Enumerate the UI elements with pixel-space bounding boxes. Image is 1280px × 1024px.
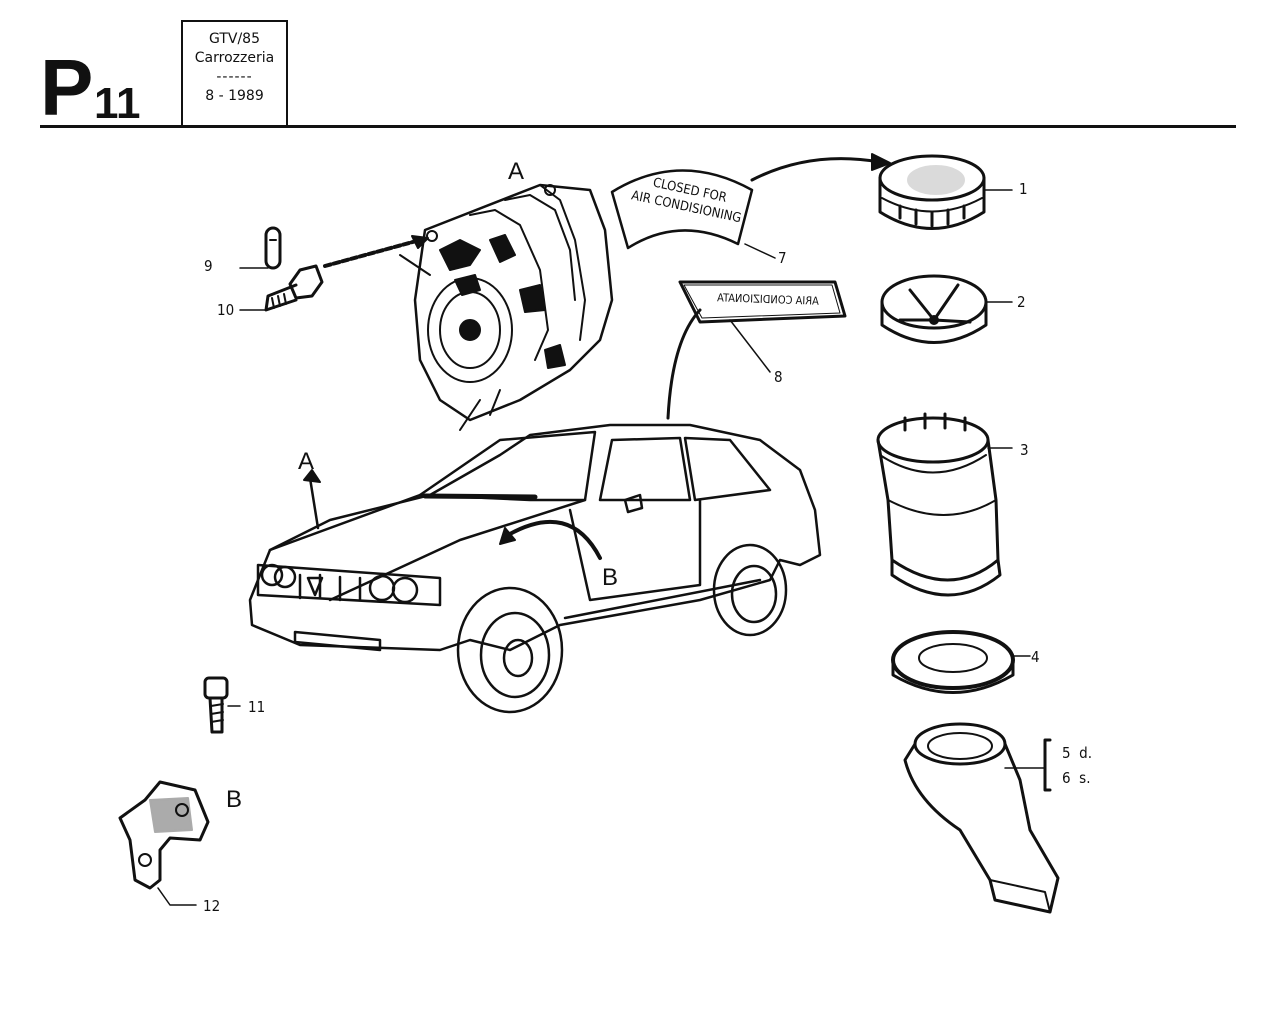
closed-plate-drawing: [610, 169, 776, 259]
view-a-car-label: A: [298, 448, 315, 475]
view-b-car-label: B: [602, 564, 619, 591]
latch-drawing: [118, 780, 210, 906]
tube-drawing: [876, 412, 1013, 597]
view-a-top-label: A: [508, 158, 525, 185]
part-3-label: 3: [1020, 441, 1029, 459]
car-b-arrow: [506, 519, 602, 560]
bolt-arrow: [411, 235, 429, 249]
model-info-box: GTV/85 Carrozzeria ------ 8 - 1989: [181, 20, 288, 127]
edition-date: 8 - 1989: [205, 88, 264, 104]
part-1-label: 1: [1019, 180, 1028, 198]
page-number: 11: [94, 79, 141, 128]
cap-drawing: [878, 154, 1013, 230]
part-6-side: s.: [1079, 769, 1091, 787]
section-name: Carrozzeria: [194, 50, 275, 66]
part-8-label: 8: [774, 368, 783, 386]
screw-drawing: [203, 676, 241, 734]
part-6-number: 6: [1062, 769, 1071, 787]
page-letter: P: [40, 43, 93, 132]
part-4-label: 4: [1031, 648, 1040, 666]
bolt-leader: [323, 238, 422, 268]
part-10-label: 10: [217, 301, 235, 319]
header-rule: [40, 125, 1236, 128]
alternator-drawing: [399, 183, 614, 431]
duct-drawing: [903, 722, 1060, 914]
part-5-number: 5: [1062, 744, 1071, 762]
separator: ------: [216, 69, 253, 85]
part-12-label: 12: [203, 897, 221, 915]
part-11-label: 11: [248, 698, 266, 716]
car-drawing: [248, 423, 822, 714]
spacer-drawing: [239, 226, 282, 270]
bolt-drawing: [239, 264, 324, 312]
model-name: GTV/85: [208, 31, 260, 47]
part-5-label: 5 d.: [1062, 745, 1092, 761]
seal-ring-drawing: [891, 630, 1031, 694]
grille-drawing: [880, 274, 1013, 344]
car-a-arrow: [308, 476, 320, 530]
part-5-side: d.: [1079, 744, 1093, 762]
part-2-label: 2: [1017, 293, 1026, 311]
plate-arrow: [750, 157, 882, 182]
part-6-label: 6 s.: [1062, 770, 1091, 786]
part-9-label: 9: [204, 257, 213, 275]
part-7-label: 7: [778, 249, 787, 267]
view-b-detail-label: B: [226, 786, 243, 813]
plate8-arrow: [666, 308, 702, 420]
aria-plate-drawing: [678, 280, 847, 373]
